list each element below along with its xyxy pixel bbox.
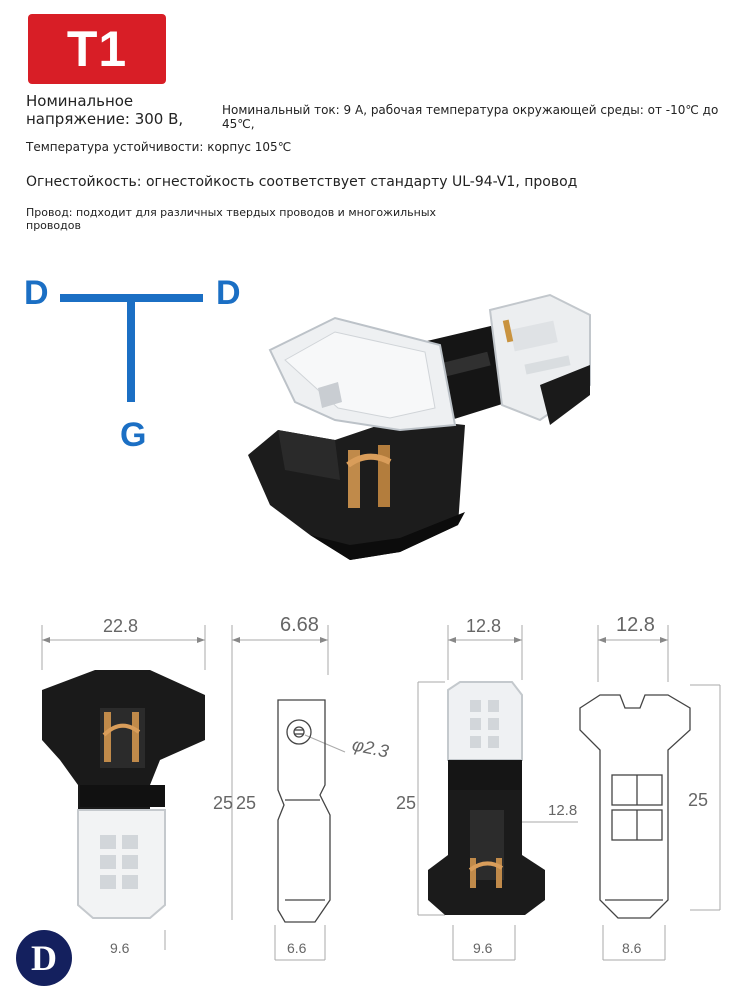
- view3-inner-label: 12.8: [548, 802, 578, 819]
- view-4-drawing: [579, 694, 691, 919]
- temperature-text: Температура устойчивости: корпус 105℃: [26, 140, 292, 154]
- model-badge: T1: [28, 14, 166, 84]
- flame-text: Огнестойкость: огнестойкость соответству…: [26, 174, 578, 190]
- view2-bottom-label: 6.6: [287, 940, 307, 956]
- brand-logo-letter: D: [31, 938, 57, 978]
- view3-width-label: 12.8: [466, 616, 502, 636]
- diagram-bottom-label: G: [120, 416, 147, 454]
- view4-height-label: 25: [688, 790, 709, 810]
- view1-height-label: 25: [213, 793, 234, 813]
- connector-photo: [248, 293, 591, 560]
- view1-bottom-label: 9.6: [110, 940, 130, 956]
- view-2-drawing: [277, 699, 331, 923]
- dimension-drawings: [41, 625, 721, 961]
- tee-diagram-lines: [60, 294, 203, 402]
- view3-height-label: 25: [396, 793, 417, 813]
- voltage-line-1: Номинальное: [26, 92, 134, 110]
- view-1-drawing: [42, 670, 205, 919]
- voltage-text: Номинальное напряжение: 300 В,: [26, 92, 183, 128]
- view-3-drawing: [428, 681, 545, 915]
- wire-text: Провод: подходит для различных твердых п…: [26, 206, 437, 232]
- view2-height-label: 25: [236, 793, 257, 813]
- voltage-line-2: напряжение: 300 В,: [26, 110, 184, 128]
- view3-bottom-label: 9.6: [473, 940, 493, 956]
- wire-line-1: Провод: подходит для различных твердых п…: [26, 206, 437, 219]
- view2-width-label: 6.68: [280, 614, 319, 636]
- diagram-left-label: D: [24, 274, 49, 312]
- view4-bottom-label: 8.6: [622, 940, 642, 956]
- diagram-right-label: D: [216, 274, 241, 312]
- view4-width-label: 12.8: [616, 614, 655, 636]
- view1-width-label: 22.8: [103, 616, 139, 636]
- model-label: T1: [66, 21, 128, 77]
- brand-logo-icon: D: [16, 930, 72, 986]
- current-text: Номинальный ток: 9 А, рабочая температур…: [222, 103, 719, 132]
- wire-line-2: проводов: [26, 218, 81, 232]
